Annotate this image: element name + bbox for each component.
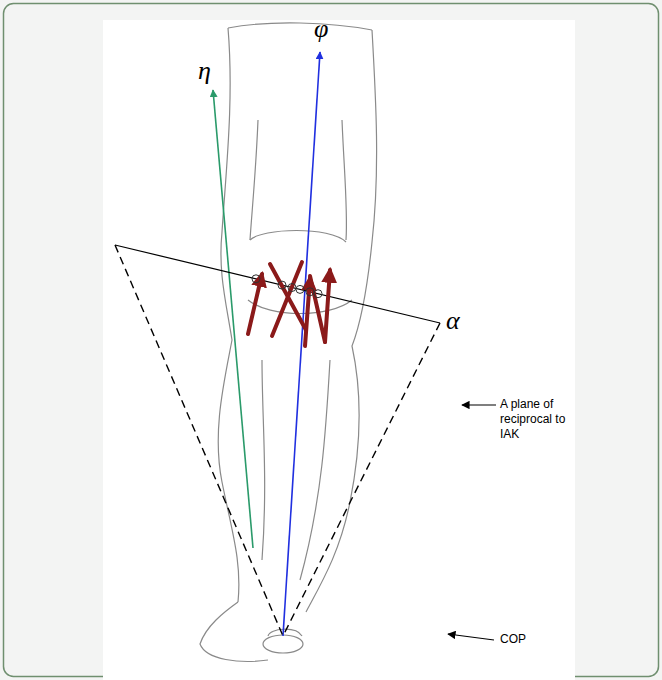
- leader-line: [462, 404, 496, 405]
- alpha-axis: [115, 245, 440, 323]
- axis-label: φ: [314, 16, 328, 42]
- axis-label: η: [198, 58, 211, 84]
- axis-label: α: [446, 308, 460, 334]
- eta-axis: [213, 90, 253, 548]
- plane-note: A plane of reciprocal to IAK: [500, 397, 572, 442]
- screw-axes: [248, 262, 330, 346]
- pressure-label: COP: [500, 632, 526, 647]
- picture-ground: [103, 20, 575, 680]
- phi-axis: [283, 52, 320, 636]
- leader-line: [448, 634, 494, 640]
- reciprocal-plane: [115, 245, 440, 636]
- intersection-dots: [252, 275, 322, 298]
- leg-sketch: [200, 23, 377, 662]
